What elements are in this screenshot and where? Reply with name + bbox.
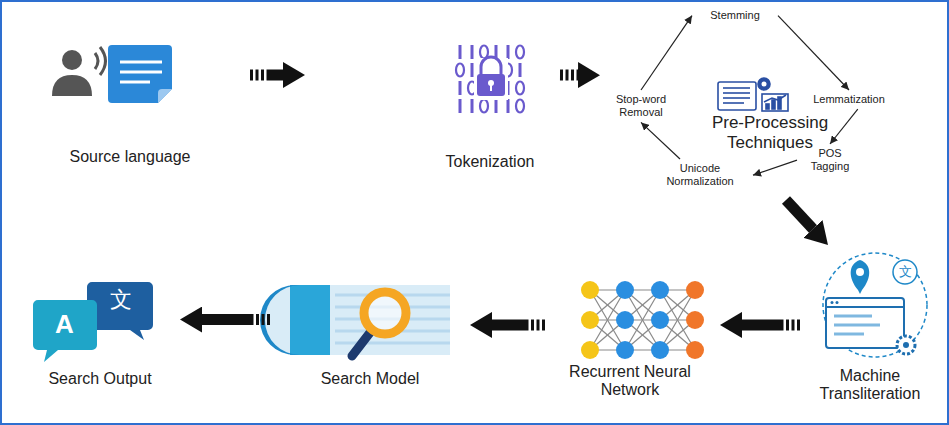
pipeline-stage: Source language: [15, 30, 250, 180]
stage-name: Search Model: [315, 370, 425, 388]
step-label: Stop-word Removal: [608, 93, 674, 119]
stage-name: Source language: [30, 148, 230, 166]
step-label: Lemmatization: [805, 93, 893, 106]
icon-glyph: 文: [899, 265, 912, 278]
globe-browser-icon: [823, 253, 927, 357]
icon-glyph: A: [55, 311, 74, 337]
flow-arrow: [560, 70, 578, 81]
step-label: POS Tagging: [800, 147, 860, 173]
flow-arrow: [492, 319, 545, 330]
step-name: Stop-word Removal: [608, 93, 674, 119]
binary-lock-icon: [456, 45, 524, 113]
step-name: Lemmatization: [805, 93, 893, 106]
pipeline-stage: Search Model: [270, 275, 470, 410]
flow-arrow: [250, 70, 283, 81]
neural-network-icon: [581, 281, 704, 359]
translate-bubbles-icon: [33, 282, 153, 362]
cycle-arrow: [641, 122, 680, 159]
flow-arrow: [742, 319, 800, 330]
pipeline-stage: Search Output: [20, 275, 180, 410]
pipeline-stage: Machine Transliteration: [800, 245, 940, 415]
pipeline-stage: Recurrent Neural Network: [545, 275, 720, 410]
stage-name: Search Output: [30, 370, 170, 388]
step-name: Stemming: [695, 9, 775, 22]
stage-name: Pre-Processing Techniques: [700, 113, 840, 152]
cycle-arrow: [778, 16, 849, 90]
stage-name: Recurrent Neural Network: [555, 363, 705, 400]
step-label: Unicode Normalization: [650, 162, 750, 188]
document-gear-chart-icon: [718, 78, 788, 111]
search-magnifier-icon: [260, 285, 450, 356]
pipeline-stage: Pre-Processing Techniques StemmingLemmati…: [600, 5, 900, 200]
cycle-arrow: [830, 109, 858, 144]
flow-arrow: [202, 314, 270, 325]
flow-arrow: [786, 200, 813, 229]
stage-name: Tokenization: [435, 153, 545, 171]
step-label: Stemming: [695, 9, 775, 22]
step-name: Unicode Normalization: [650, 162, 750, 188]
icon-glyph: 文: [110, 289, 132, 311]
speaker-document-icon: [52, 45, 172, 103]
cycle-arrow: [641, 16, 692, 90]
cycle-arrow: [753, 160, 797, 175]
stage-name: Machine Transliteration: [800, 367, 940, 404]
step-name: POS Tagging: [800, 147, 860, 173]
pipeline-stage: Tokenization: [305, 30, 560, 180]
